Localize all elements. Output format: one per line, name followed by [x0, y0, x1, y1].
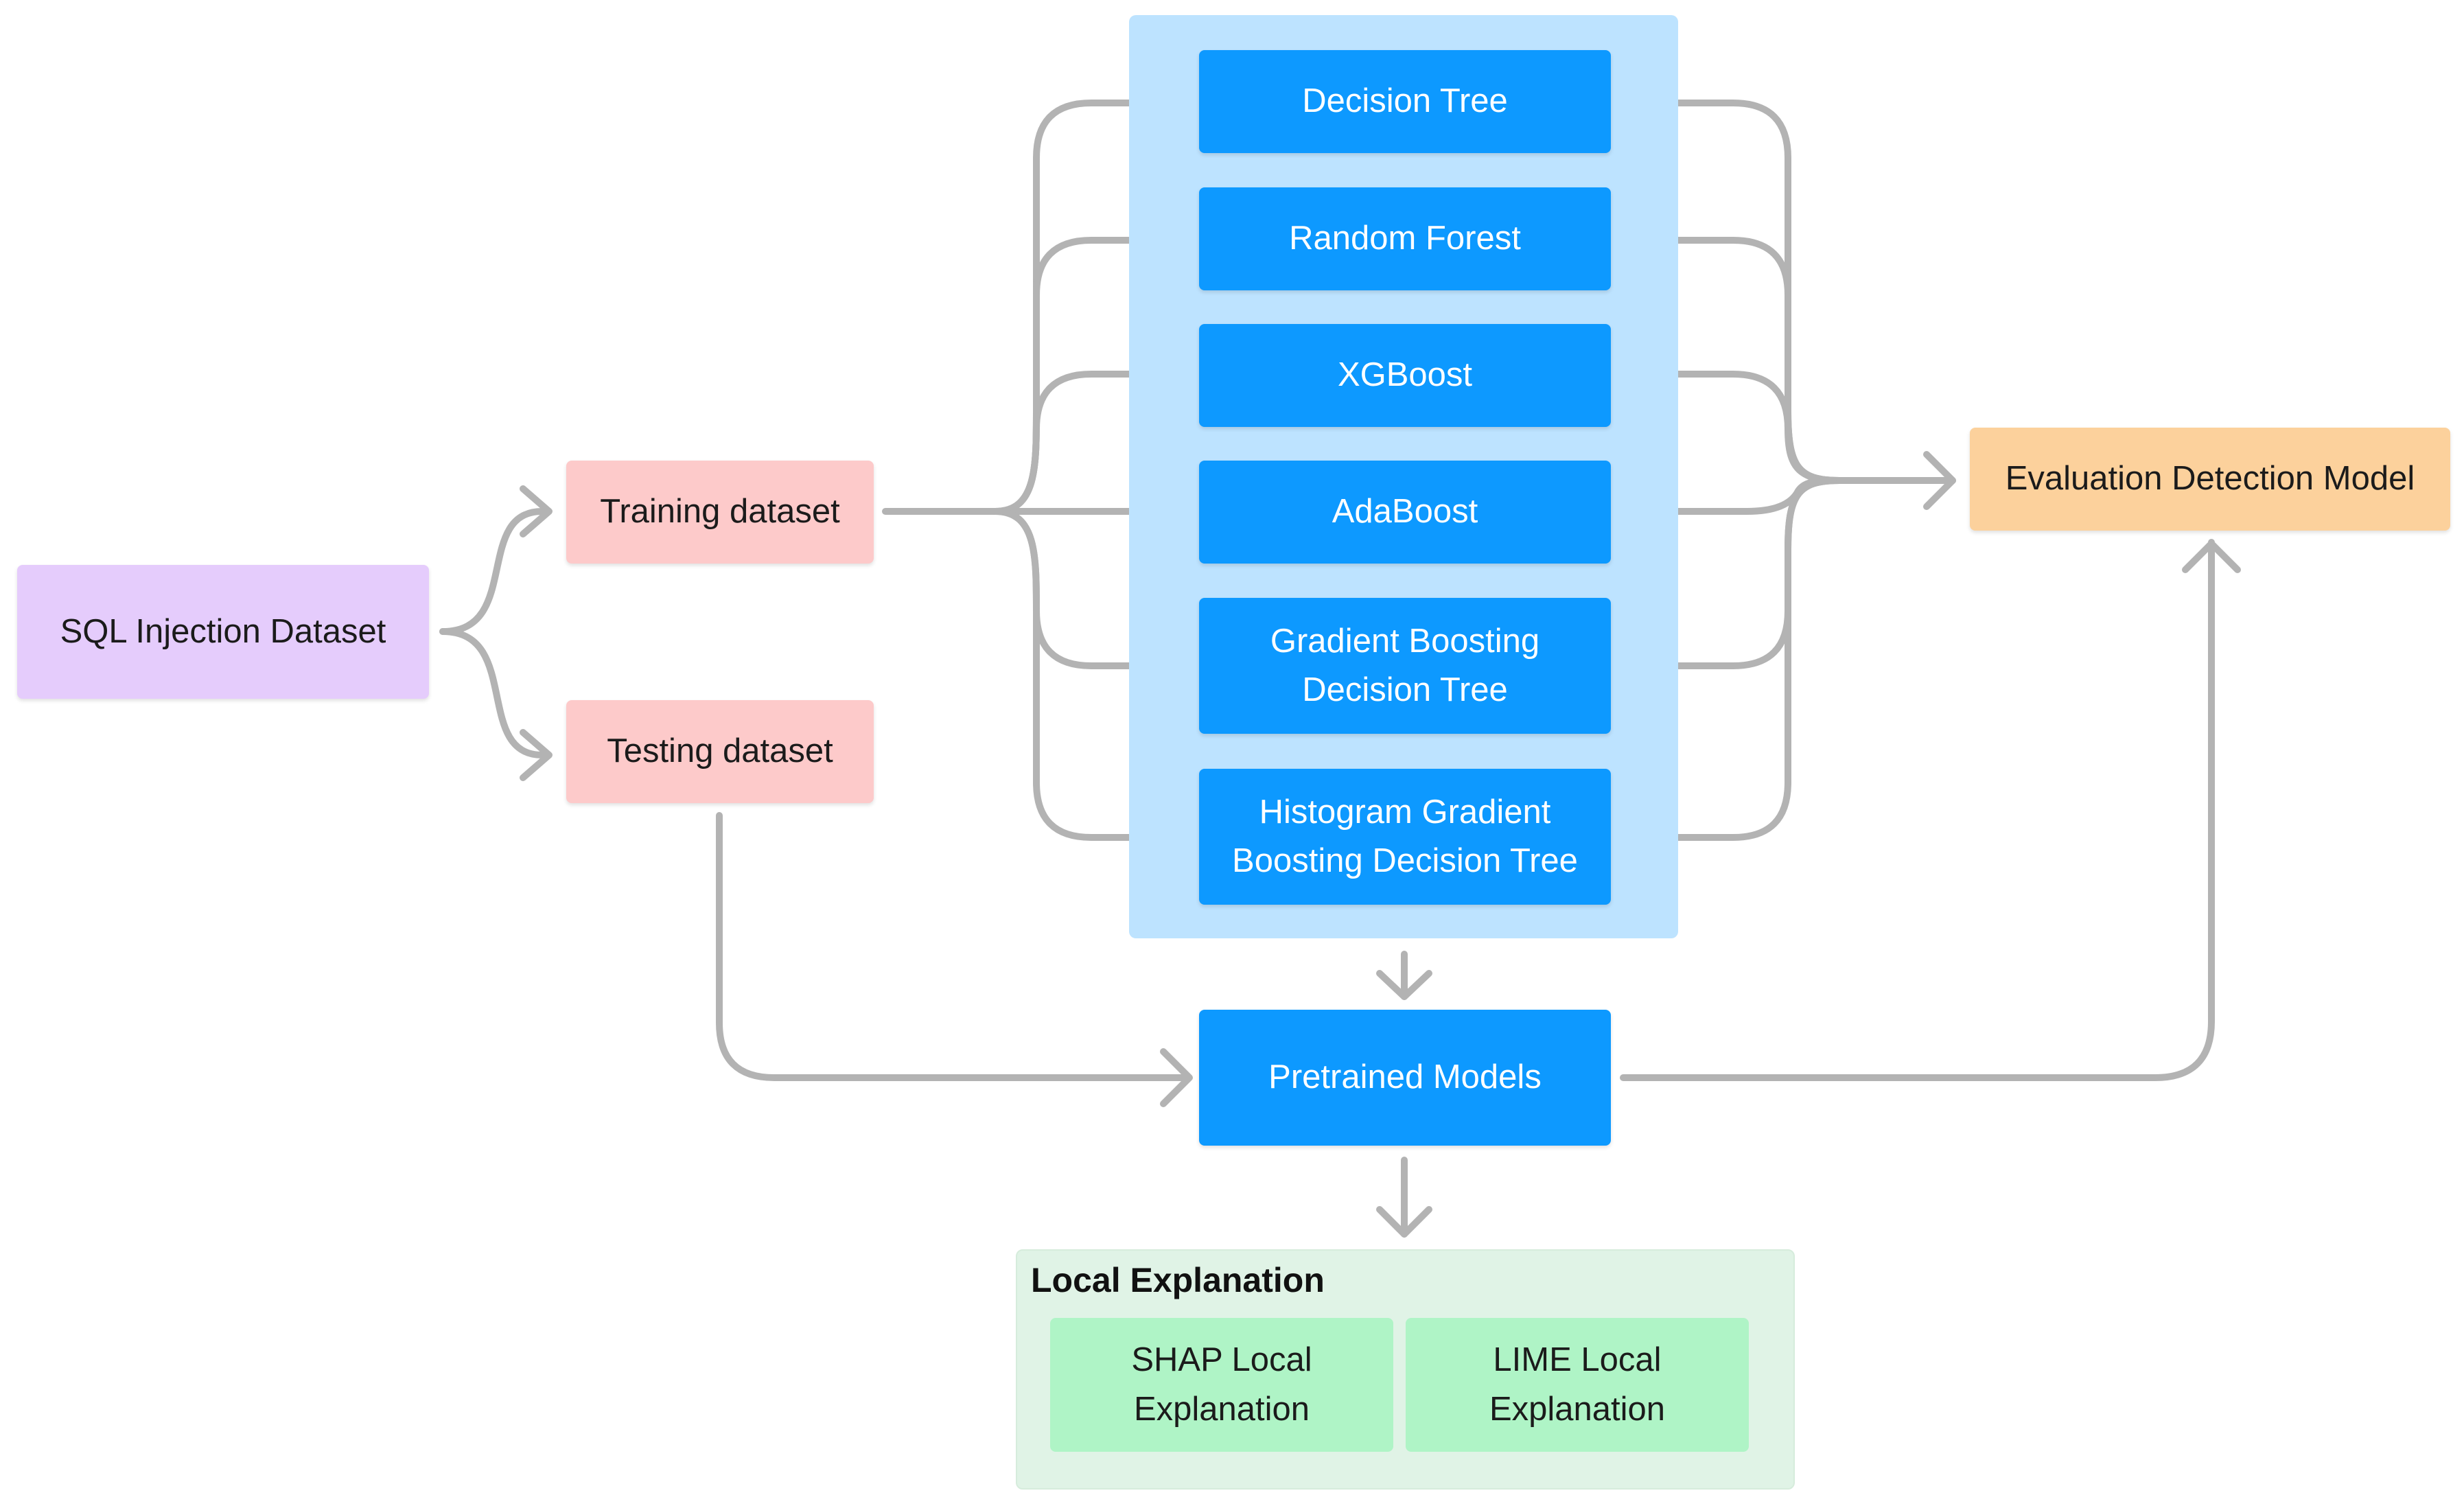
- arrowhead: [1376, 970, 1432, 1000]
- arrowhead: [1376, 1206, 1432, 1238]
- arrowhead: [520, 485, 553, 537]
- decision-tree-label: Decision Tree: [1302, 82, 1508, 120]
- training-dataset-label: Training dataset: [600, 493, 840, 531]
- edge-branch-xgboost: [992, 371, 1191, 515]
- edge-pretrained-to-evaluation: [1620, 539, 2215, 1081]
- arrowhead: [2182, 540, 2241, 573]
- pretrained-models-label: Pretrained Models: [1268, 1058, 1542, 1096]
- gradient-boosting-decision-tree-node: Gradient Boosting Decision Tree: [1199, 598, 1611, 734]
- arrowhead: [1160, 1048, 1193, 1107]
- histogram-gradient-boosting-label: Histogram Gradient Boosting Decision Tre…: [1232, 793, 1578, 879]
- edge-branch-hgbdt: [992, 508, 1191, 841]
- pretrained-models-node: Pretrained Models: [1199, 1010, 1611, 1146]
- random-forest-label: Random Forest: [1289, 220, 1521, 257]
- histogram-gradient-boosting-node: Histogram Gradient Boosting Decision Tre…: [1199, 769, 1611, 905]
- evaluation-detection-model-label: Evaluation Detection Model: [2005, 460, 2415, 498]
- decision-tree-node: Decision Tree: [1199, 50, 1611, 153]
- shap-local-explanation-label: SHAP Local Explanation: [1131, 1341, 1312, 1428]
- adaboost-node: AdaBoost: [1199, 461, 1611, 564]
- arrowhead: [1923, 451, 1956, 510]
- random-forest-node: Random Forest: [1199, 187, 1611, 290]
- training-dataset-node: Training dataset: [566, 461, 874, 564]
- evaluation-detection-model-node: Evaluation Detection Model: [1970, 428, 2450, 531]
- gradient-boosting-decision-tree-label: Gradient Boosting Decision Tree: [1270, 622, 1540, 708]
- local-explanation-title: Local Explanation: [1031, 1261, 1325, 1299]
- edge-sql-to-training: [439, 508, 546, 635]
- lime-local-explanation-node: LIME Local Explanation: [1406, 1318, 1749, 1452]
- edge-testing-to-pretrained: [716, 812, 1191, 1081]
- arrowhead: [520, 729, 553, 781]
- xgboost-label: XGBoost: [1337, 356, 1473, 394]
- sql-injection-dataset-label: SQL Injection Dataset: [60, 612, 386, 650]
- edge-merge-xgboost: [1620, 371, 1843, 484]
- edge-sql-to-testing: [439, 628, 546, 758]
- testing-dataset-label: Testing dataset: [607, 732, 833, 770]
- shap-local-explanation-node: SHAP Local Explanation: [1050, 1318, 1393, 1452]
- xgboost-node: XGBoost: [1199, 324, 1611, 427]
- lime-local-explanation-label: LIME Local Explanation: [1489, 1341, 1666, 1428]
- testing-dataset-node: Testing dataset: [566, 700, 874, 803]
- adaboost-label: AdaBoost: [1332, 493, 1478, 531]
- sql-injection-dataset-node: SQL Injection Dataset: [17, 565, 429, 699]
- edge-merge-hgbdt: [1620, 477, 1843, 841]
